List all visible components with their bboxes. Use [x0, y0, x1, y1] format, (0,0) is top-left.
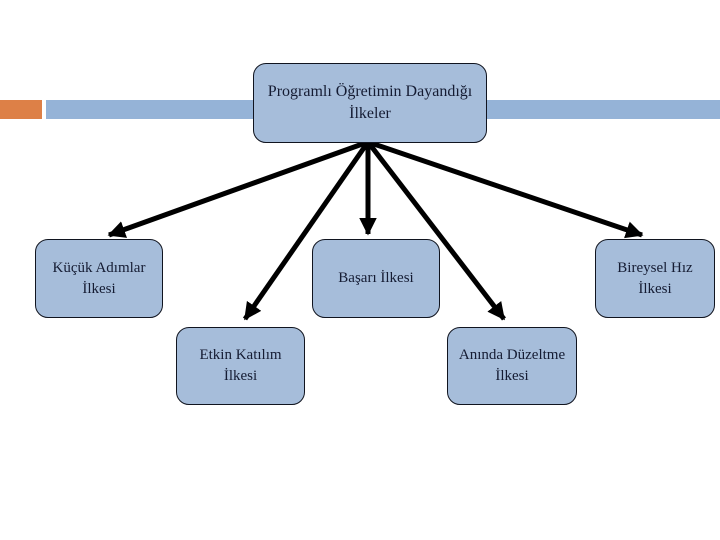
node-root-label: Programlı Öğretimin Dayandığı İlkeler — [267, 82, 473, 122]
node-aninda-duzeltme: Anında Düzeltme İlkesi — [447, 327, 577, 405]
arrow-root-to-bireysel-hiz — [367, 139, 644, 239]
node-bireysel-hiz: Bireysel Hız İlkesi — [595, 239, 715, 318]
node-root: Programlı Öğretimin Dayandığı İlkeler — [253, 63, 487, 143]
node-bireysel-hiz-label: Bireysel Hız İlkesi — [617, 259, 693, 297]
node-kucuk-adimlar: Küçük Adımlar İlkesi — [35, 239, 163, 318]
node-basari: Başarı İlkesi — [312, 239, 440, 318]
node-etkin-katilim: Etkin Katılım İlkesi — [176, 327, 305, 405]
arrow-root-to-kucuk-adimlar — [107, 139, 369, 238]
node-etkin-katilim-label: Etkin Katılım İlkesi — [199, 347, 282, 384]
node-aninda-duzeltme-label: Anında Düzeltme İlkesi — [458, 347, 566, 384]
accent-bar-orange — [0, 100, 42, 119]
node-basari-label: Başarı İlkesi — [338, 270, 414, 287]
node-kucuk-adimlar-label: Küçük Adımlar İlkesi — [52, 259, 146, 297]
